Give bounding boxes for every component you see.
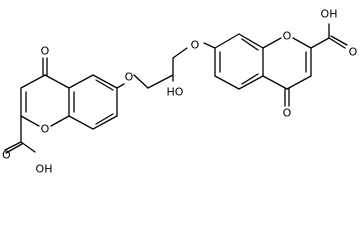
chemical-structure: O O O OH O HO O O O OH O — [2, 8, 358, 176]
bonds — [4, 23, 348, 154]
carboxyl-hydroxyl-right: OH — [321, 8, 338, 21]
bond — [95, 113, 114, 125]
keto-oxygen-left: O — [41, 45, 50, 58]
carboxyl-oxygen-left: O — [2, 149, 11, 162]
bond — [238, 33, 264, 49]
ring-oxygen-right: O — [283, 30, 292, 43]
ether-oxygen-left: O — [125, 71, 134, 84]
bond — [133, 74, 149, 89]
ether-oxygen-right: O — [191, 39, 200, 52]
bond — [68, 115, 94, 130]
bond — [116, 83, 125, 89]
bond — [4, 141, 22, 151]
bond — [262, 75, 288, 90]
bond — [20, 141, 36, 153]
bond — [147, 74, 174, 89]
bond — [172, 47, 188, 59]
carboxyl-oxygen-right: O — [349, 46, 358, 59]
bond — [292, 37, 312, 49]
hydroxyl-group: HO — [167, 86, 184, 99]
bond — [286, 75, 312, 90]
bond — [92, 74, 118, 89]
bond — [50, 115, 70, 127]
bond — [5, 143, 23, 154]
bond — [92, 115, 118, 130]
bond — [20, 74, 46, 89]
bond — [203, 42, 216, 49]
bond — [44, 74, 70, 89]
bond — [214, 75, 240, 90]
ring-oxygen-left: O — [41, 123, 50, 136]
bond — [241, 38, 259, 51]
bond — [262, 37, 282, 49]
bond — [214, 33, 240, 49]
atom-labels: O O O OH O HO O O O OH O — [2, 8, 358, 176]
bond — [328, 37, 346, 49]
bond — [310, 37, 330, 49]
bond — [330, 35, 348, 46]
keto-oxygen-right: O — [283, 107, 292, 120]
carboxyl-hydroxyl-left: OH — [36, 163, 53, 176]
bond — [20, 115, 40, 127]
bond — [238, 75, 264, 90]
bond — [241, 73, 259, 85]
bond — [68, 74, 94, 89]
bond — [95, 79, 114, 91]
